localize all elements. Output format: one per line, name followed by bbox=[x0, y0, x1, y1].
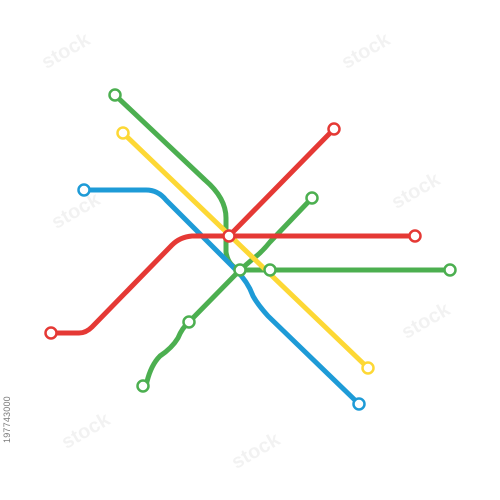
station-yellow-south-terminus bbox=[361, 361, 375, 375]
station-central-interchange bbox=[222, 229, 236, 243]
stock-id-label: 197743000 bbox=[2, 396, 12, 444]
station-south-interchange bbox=[233, 263, 247, 277]
station-red-east-terminus bbox=[408, 229, 422, 243]
station-green-southwest-terminus bbox=[136, 379, 150, 393]
metro-line-red-line bbox=[48, 126, 418, 336]
station-east-interchange bbox=[263, 263, 277, 277]
lines-layer bbox=[48, 92, 453, 407]
station-red-northeast-terminus bbox=[327, 122, 341, 136]
station-green-north-terminus bbox=[108, 88, 122, 102]
metro-line-yellow-diagonal bbox=[120, 130, 371, 371]
metro-line-green-southwest bbox=[143, 267, 243, 389]
station-red-west-terminus bbox=[44, 326, 58, 340]
station-yellow-north-terminus bbox=[116, 126, 130, 140]
station-blue-west-terminus bbox=[77, 183, 91, 197]
station-blue-south-terminus bbox=[352, 397, 366, 411]
stations-layer bbox=[44, 88, 457, 411]
station-green-mid-station bbox=[182, 315, 196, 329]
metro-line-blue-diagonal bbox=[81, 187, 362, 407]
station-green-northeast-terminus bbox=[305, 191, 319, 205]
station-green-east-terminus bbox=[443, 263, 457, 277]
